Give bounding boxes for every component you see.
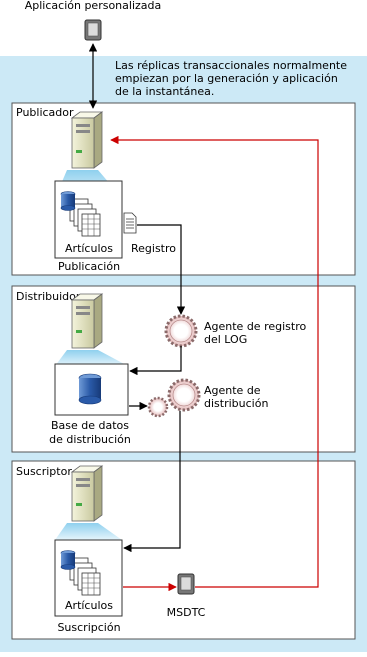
distributor-title: Distribuidor [16,290,81,303]
log-reader-to-db-arrow [129,346,182,376]
log-reader-agent-gear-icon [164,314,198,348]
msdtc-label: MSDTC [167,606,206,619]
note-line-3: de la instantánea. [115,85,214,98]
distribution-agent-large-gear-icon [167,378,201,412]
distribution-agent-small-gear-icon [147,396,169,418]
distribution-agent-label-1: Agente de [204,384,261,397]
distribution-db-label-1: Base de datos [51,419,129,432]
subscription-label: Suscripción [57,621,120,634]
app-title: Aplicación personalizada [25,0,162,12]
msdtc-to-publisher-arrow [110,135,319,588]
log-reader-agent-label-1: Agente de registro [204,320,306,333]
log-to-log-reader-arrow [137,224,186,315]
distribution-db-box [54,363,129,416]
log-document-icon [123,212,137,234]
note-line-2: empiezan por la generación y aplicación [115,72,338,85]
publication-label: Publicación [58,260,120,273]
log-reader-agent-label-2: del LOG [204,333,247,346]
distributor-server-icon [55,293,128,366]
subscriber-articles-label: Artículos [65,599,113,612]
note-line-1: Las réplicas transaccionales normalmente [115,59,347,72]
distribution-db-label-2: de distribución [49,433,131,446]
publisher-articles-icon [60,191,101,237]
subscriber-server-icon [55,465,122,540]
publisher-articles-label: Artículos [65,242,113,255]
subscriber-articles-icon [60,550,101,596]
app-monitor-icon [84,19,102,41]
distribution-agent-label-2: distribución [204,397,268,410]
msdtc-icon [177,573,195,595]
publisher-title: Publicador [16,106,74,119]
log-label: Registro [131,242,176,255]
dist-agent-to-subscription-arrow [123,411,181,553]
distribution-db-icon [78,373,102,405]
subscriber-title: Suscriptor [16,465,72,478]
